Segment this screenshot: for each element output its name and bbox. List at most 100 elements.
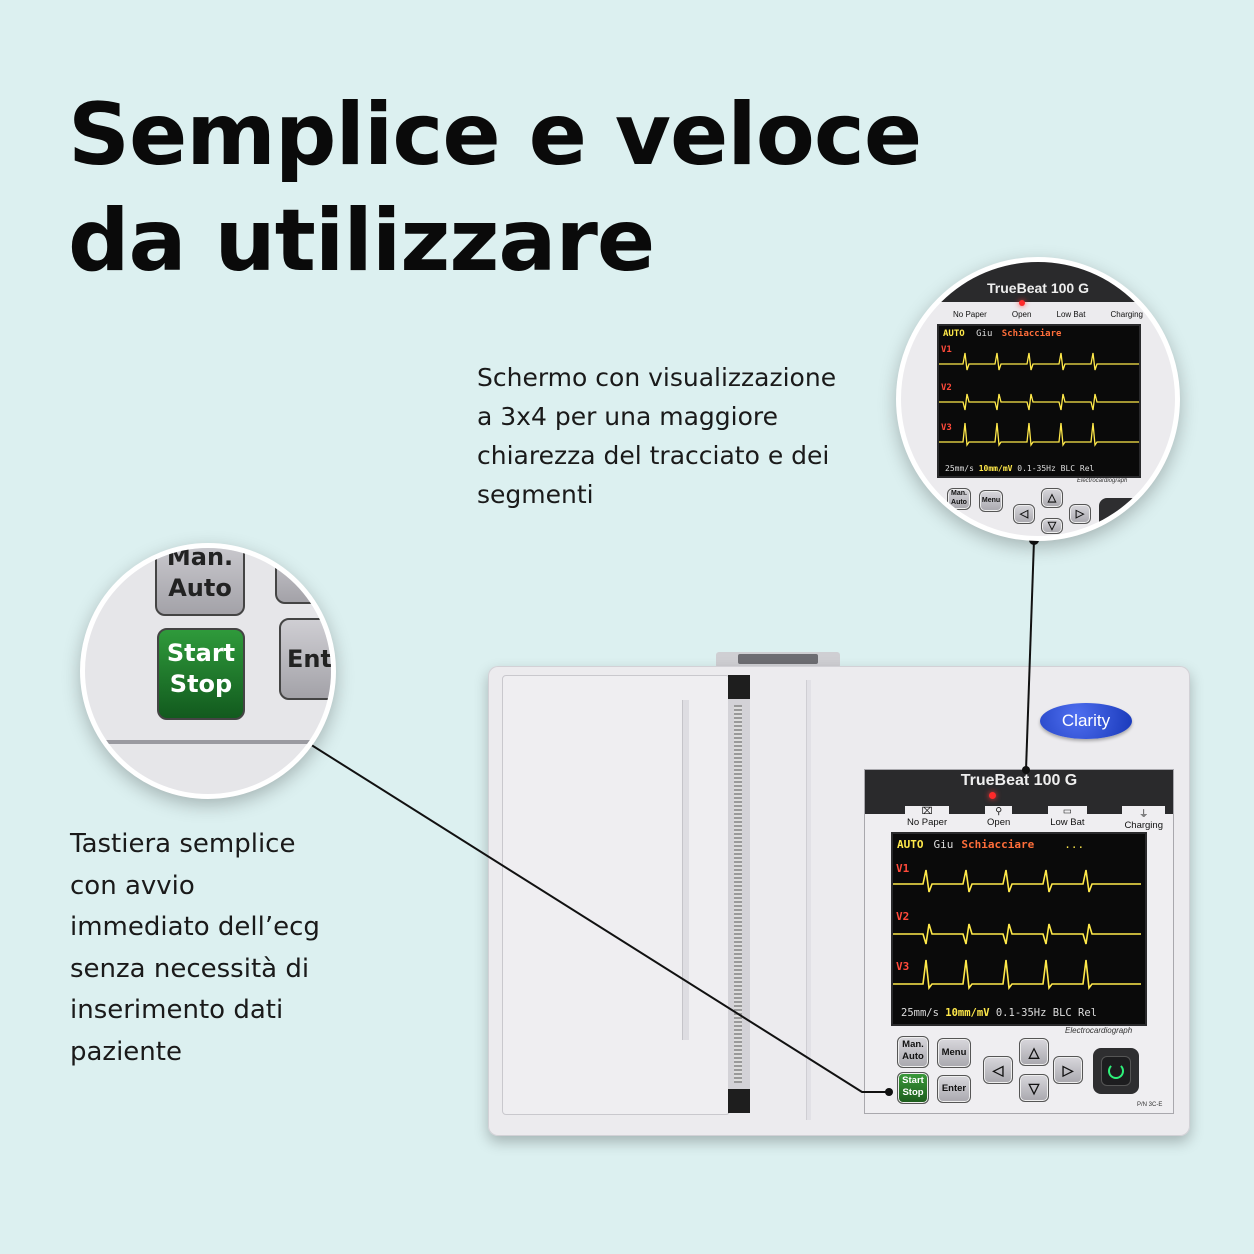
screen-caption-line: a 3x4 per una maggiore	[477, 402, 779, 431]
keyboard-caption-line: inserimento dati	[70, 995, 284, 1025]
zoom-arrow-up-button[interactable]: △	[1041, 488, 1063, 508]
ecg-trace-v2	[893, 923, 1141, 945]
charging-icon: ⏚	[1138, 809, 1149, 820]
svg-text:V2: V2	[941, 383, 952, 393]
screen-caption-line: Schermo con visualizzazione	[477, 363, 837, 392]
clarity-logo: Clarity	[1040, 703, 1132, 739]
enter-button[interactable]: Enter	[937, 1075, 971, 1103]
zoom-menu-key-partial[interactable]	[275, 548, 331, 604]
zoom-ecg-traces: V1 V2 V3	[939, 345, 1139, 447]
svg-text:V1: V1	[941, 345, 952, 355]
control-panel: TrueBeat 100 G ⌧No Paper ⚲Open ▭Low Bat …	[864, 769, 1174, 1114]
zoom-status-led	[1019, 300, 1025, 306]
ecg-screen: AUTO Giu Schiacciare... V1 V2 V3 25mm/s 10…	[891, 832, 1147, 1026]
arrow-down-icon: ▽	[1028, 1080, 1040, 1096]
arrow-up-icon: △	[1028, 1044, 1040, 1060]
svg-text:V3: V3	[941, 423, 952, 433]
arrow-left-icon: ◁	[992, 1062, 1004, 1078]
lead-label-v2: V2	[896, 910, 909, 923]
door-groove	[682, 700, 689, 1040]
zoom-status-bar: AUTO Giu Schiacciare	[943, 329, 1062, 339]
paper-hinge	[728, 675, 750, 1113]
charging-indicator: ⏚Charging	[1122, 806, 1165, 831]
screen-callout-end	[1022, 766, 1030, 774]
zoom-arrow-right-button[interactable]: ▷	[1069, 504, 1091, 524]
arrow-right-button[interactable]: ▷	[1053, 1056, 1083, 1084]
zoom-man-auto-key[interactable]: Man.Auto	[155, 548, 245, 616]
keyboard-caption: Tastiera semplice con avvio immediato de…	[70, 824, 370, 1073]
ecg-trace-v1	[893, 869, 1141, 893]
cable-connector	[716, 652, 840, 668]
screen-dots: ...	[1064, 838, 1085, 851]
arrow-right-icon: ▷	[1062, 1062, 1074, 1078]
ecg-traces: V1 V2 V3	[893, 862, 1141, 990]
zoom-panel-header	[901, 262, 1175, 302]
case-divider	[806, 680, 811, 1120]
status-led	[989, 792, 996, 799]
arrow-left-button[interactable]: ◁	[983, 1056, 1013, 1084]
zoom-charging-label: Charging	[1110, 310, 1143, 319]
keyboard-callout-end	[885, 1088, 893, 1096]
zoom-man-auto-button[interactable]: Man.Auto	[947, 488, 971, 510]
keyboard-caption-line: senza necessità di	[70, 953, 310, 984]
screen-caption: Schermo con visualizzazione a 3x4 per un…	[477, 358, 877, 514]
indicator-row: ⌧No Paper ⚲Open ▭Low Bat ⏚Charging	[905, 806, 1165, 831]
screen-mode: AUTO	[897, 838, 924, 851]
low-bat-icon: ▭	[1062, 806, 1072, 817]
screen-footer: 25mm/s 10mm/mV 0.1-35Hz BLC Rel	[901, 1007, 1097, 1019]
arrow-up-icon: △	[1047, 492, 1057, 504]
no-paper-indicator: ⌧No Paper	[905, 806, 950, 831]
arrow-left-icon: ◁	[1019, 508, 1029, 520]
keyboard-callout-line	[239, 699, 889, 1093]
zoom-arrow-left-button[interactable]: ◁	[1013, 504, 1035, 524]
screen-status-2: Schiacciare	[961, 838, 1035, 851]
ecg-trace-v3	[893, 959, 1141, 990]
zoom-indicator-row: No Paper Open Low Bat Charging	[953, 310, 1143, 319]
model-name: TrueBeat 100 G	[960, 772, 1078, 789]
arrow-down-button[interactable]: ▽	[1019, 1074, 1049, 1102]
no-paper-icon: ⌧	[921, 806, 933, 817]
screen-caption-line: segmenti	[477, 480, 594, 509]
zoom-model-name: TrueBeat 100 G	[987, 280, 1089, 296]
screen-status-1: Giu	[933, 838, 954, 851]
power-icon	[1101, 1056, 1131, 1086]
screen-status-bar: AUTO Giu Schiacciare...	[897, 838, 1084, 851]
keyboard-caption-line: Tastiera semplice	[70, 829, 296, 859]
zoom-no-paper-label: No Paper	[953, 310, 987, 319]
menu-button[interactable]: Menu	[937, 1038, 971, 1068]
keyboard-caption-line: con avvio	[70, 870, 195, 901]
man-auto-button[interactable]: Man.Auto	[897, 1036, 929, 1068]
low-bat-indicator: ▭Low Bat	[1048, 806, 1087, 831]
part-number: P/N 3C-E	[1137, 1102, 1163, 1108]
screen-zoom-circle: TrueBeat 100 G No Paper Open Low Bat Cha…	[896, 257, 1180, 541]
arrow-up-button[interactable]: △	[1019, 1038, 1049, 1066]
paper-speed: 25mm/s	[901, 1007, 939, 1019]
open-icon: ⚲	[995, 806, 1003, 817]
keyboard-edge	[85, 740, 331, 744]
model-subtitle: Electrocardiograph	[1065, 1026, 1133, 1035]
headline-line-1: Semplice e veloce	[68, 85, 922, 185]
zoom-open-label: Open	[1011, 310, 1032, 319]
lead-label-v3: V3	[896, 960, 909, 973]
zoom-power-button[interactable]	[1099, 498, 1139, 536]
arrow-down-icon: ▽	[1047, 520, 1057, 532]
headline-line-2: da utilizzare	[68, 191, 655, 291]
paper-door[interactable]	[502, 675, 730, 1115]
zoom-enter-key-partial[interactable]: Ent	[279, 618, 331, 700]
screen-callout-line	[1025, 539, 1035, 771]
keyboard-caption-line: paziente	[70, 1036, 182, 1067]
headline: Semplice e veloce da utilizzare	[68, 82, 922, 294]
filter-setting: 0.1-35Hz BLC Rel	[995, 1007, 1098, 1019]
zoom-arrow-down-button[interactable]: ▽	[1041, 518, 1063, 534]
arrow-right-icon: ▷	[1075, 508, 1085, 520]
zoom-ecg-screen: AUTO Giu Schiacciare V1 V2 V3 25mm/s 10m…	[937, 324, 1141, 478]
lead-label-v1: V1	[896, 862, 910, 875]
zoom-screen-footer: 25mm/s 10mm/mV 0.1-35Hz BLC Rel	[945, 464, 1095, 473]
gain: 10mm/mV	[945, 1007, 990, 1019]
zoom-menu-button[interactable]: Menu	[979, 490, 1003, 512]
screen-caption-line: chiarezza del tracciato e dei	[477, 441, 830, 470]
power-button[interactable]	[1093, 1048, 1139, 1094]
